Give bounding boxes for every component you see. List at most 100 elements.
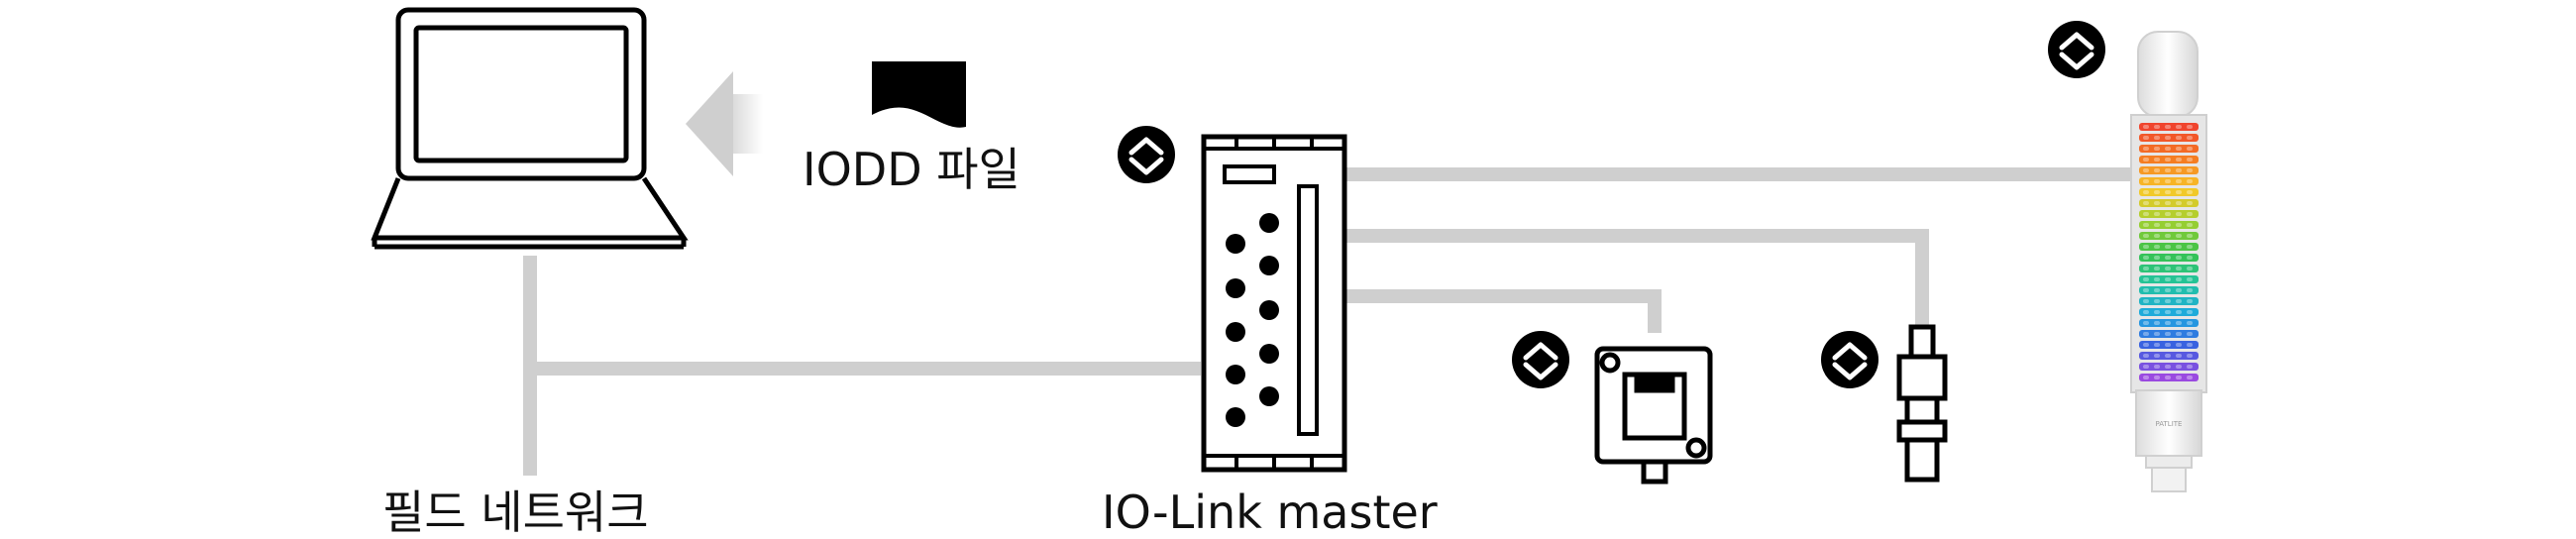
tower-light-row xyxy=(2139,166,2199,174)
tower-light-segment xyxy=(2143,168,2149,172)
tower-light-segment xyxy=(2165,256,2171,260)
master-to-cyl-sensor-line xyxy=(1344,229,1929,327)
tower-light-segment xyxy=(2187,332,2193,336)
master-to-box-sensor-line xyxy=(1344,289,1662,333)
tower-light-segment xyxy=(2187,288,2193,292)
tower-light-segment xyxy=(2154,179,2160,183)
box-sensor-icon xyxy=(1594,346,1713,485)
tower-light-segment xyxy=(2176,321,2182,325)
tower-light-segment xyxy=(2154,332,2160,336)
field-network-label: 필드 네트워크 xyxy=(382,485,649,539)
tower-light-segment xyxy=(2154,354,2160,358)
tower-light-segment xyxy=(2176,136,2182,140)
tower-light-segment xyxy=(2176,168,2182,172)
tower-light-segment xyxy=(2154,168,2160,172)
tower-light-row xyxy=(2139,123,2199,131)
tower-light-row xyxy=(2139,254,2199,262)
tower-light-segment xyxy=(2154,277,2160,281)
tower-light-segment xyxy=(2165,332,2171,336)
tower-light-segment xyxy=(2154,201,2160,205)
tower-light-segment xyxy=(2187,310,2193,314)
tower-light-segment xyxy=(2154,267,2160,270)
tower-light-segment xyxy=(2176,201,2182,205)
tower-light-row xyxy=(2139,297,2199,305)
tower-light-segment xyxy=(2154,136,2160,140)
tower-light-segment xyxy=(2165,321,2171,325)
tower-light-row xyxy=(2139,221,2199,229)
tower-light-segment xyxy=(2176,179,2182,183)
tower-light-segment xyxy=(2143,158,2149,162)
tower-light-segment xyxy=(2176,365,2182,369)
tower-light-segment xyxy=(2187,376,2193,379)
tower-light-segment xyxy=(2143,365,2149,369)
tower-light-segment xyxy=(2154,234,2160,238)
tower-light-segment xyxy=(2187,223,2193,227)
tower-light-segment xyxy=(2187,125,2193,129)
tower-light-segment xyxy=(2154,376,2160,379)
tower-light-segment xyxy=(2143,376,2149,379)
tower-light-row xyxy=(2139,188,2199,196)
tower-light-segment xyxy=(2143,234,2149,238)
tower-light-segment xyxy=(2187,147,2193,151)
tower-light-segment xyxy=(2154,212,2160,216)
tower-light-segment xyxy=(2165,212,2171,216)
tower-light-row xyxy=(2139,177,2199,185)
tower-light-segment xyxy=(2143,190,2149,194)
tower-light-segment xyxy=(2154,256,2160,260)
tower-light-segment xyxy=(2176,277,2182,281)
connection-lines xyxy=(523,167,2132,476)
tower-light-rows xyxy=(2139,123,2199,381)
tower-light-segment xyxy=(2143,256,2149,260)
tower-light-segment xyxy=(2143,125,2149,129)
tower-light-segment xyxy=(2165,158,2171,162)
tower-light-row xyxy=(2139,156,2199,163)
tower-light-segment xyxy=(2176,343,2182,347)
tower-light-row xyxy=(2139,275,2199,283)
tower-light-segment xyxy=(2165,376,2171,379)
tower-light-segment xyxy=(2154,158,2160,162)
tower-light-segment xyxy=(2176,376,2182,379)
tower-light-segment xyxy=(2154,321,2160,325)
tower-light-segment xyxy=(2154,299,2160,303)
tower-light-segment xyxy=(2143,147,2149,151)
tower-light-segment xyxy=(2154,365,2160,369)
tower-light-segment xyxy=(2187,321,2193,325)
tower-light-segment xyxy=(2165,245,2171,249)
tower-light-segment xyxy=(2165,201,2171,205)
tower-light-row xyxy=(2139,199,2199,207)
tower-light-segment xyxy=(2143,267,2149,270)
tower-light-segment xyxy=(2176,125,2182,129)
tower-light-segment xyxy=(2143,245,2149,249)
tower-light-row xyxy=(2139,363,2199,371)
tower-light-row xyxy=(2139,134,2199,142)
svg-text:PATLITE: PATLITE xyxy=(2156,420,2183,428)
tower-light-segment xyxy=(2176,158,2182,162)
io-link-master-label: IO-Link master xyxy=(1102,485,1438,539)
tower-light-segment xyxy=(2165,343,2171,347)
tower-light-segment xyxy=(2143,288,2149,292)
tower-light-segment xyxy=(2143,136,2149,140)
tower-light-segment xyxy=(2176,256,2182,260)
tower-light-segment xyxy=(2187,245,2193,249)
tower-light-segment xyxy=(2176,147,2182,151)
tower-light-segment xyxy=(2176,212,2182,216)
tower-light-segment xyxy=(2176,288,2182,292)
arrow-left-icon xyxy=(686,71,763,176)
tower-light-row xyxy=(2139,308,2199,316)
tower-light-segment xyxy=(2165,136,2171,140)
tower-light-segment xyxy=(2165,310,2171,314)
io-link-logo-icon xyxy=(1512,331,1569,388)
tower-light-segment xyxy=(2154,190,2160,194)
tower-light-row xyxy=(2139,286,2199,294)
tower-light-segment xyxy=(2165,299,2171,303)
tower-light-segment xyxy=(2143,201,2149,205)
tower-light-segment xyxy=(2176,332,2182,336)
tower-light-row xyxy=(2139,352,2199,360)
tower-light-segment xyxy=(2187,136,2193,140)
tower-light-segment xyxy=(2187,343,2193,347)
tower-light-segment xyxy=(2187,299,2193,303)
tower-light-segment xyxy=(2187,256,2193,260)
io-link-logo-icon xyxy=(1821,331,1878,388)
tower-light-segment xyxy=(2143,277,2149,281)
